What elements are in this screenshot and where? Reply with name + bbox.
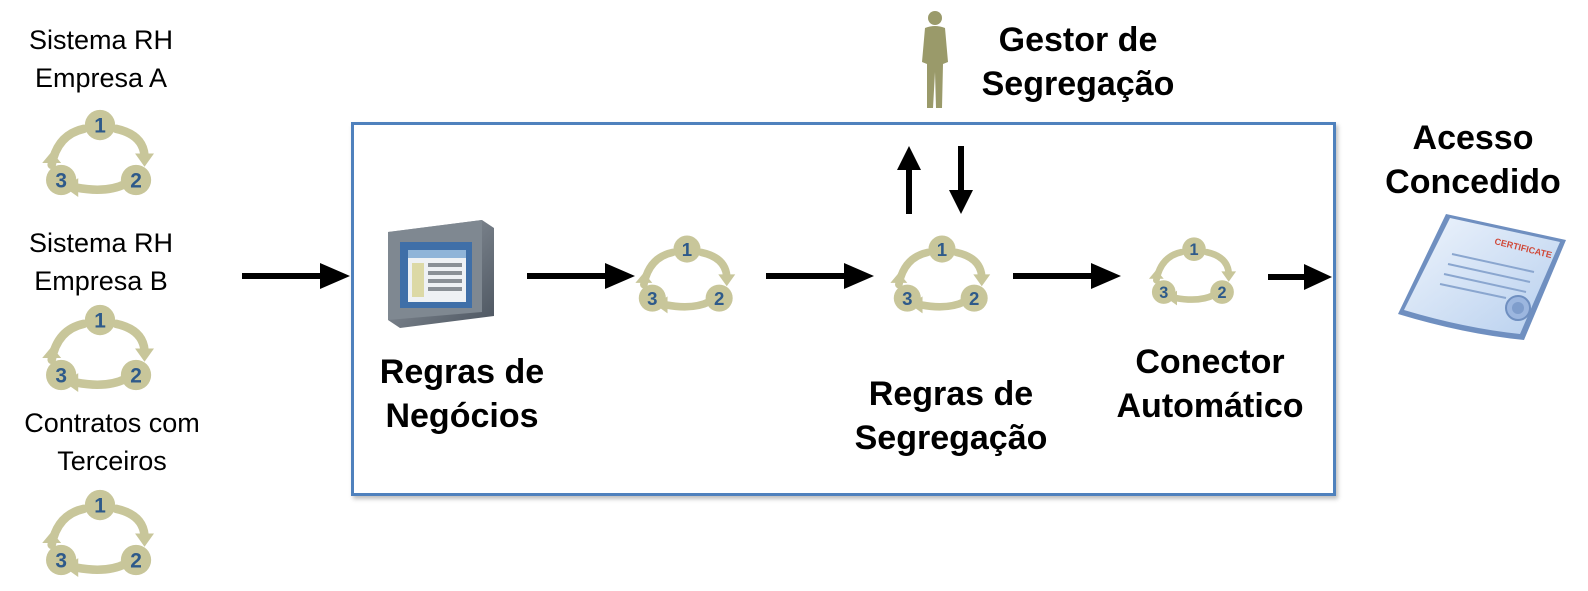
business-rules-line1: Regras de [379, 353, 545, 391]
cycle-icon: 1 2 3 [887, 228, 997, 320]
cycle-step-3: 3 [1159, 284, 1168, 302]
flow-arrow [766, 263, 874, 289]
cycle-step-1: 1 [94, 310, 106, 333]
arrow-down-icon [949, 146, 973, 214]
manager-line1: Gestor de [998, 21, 1158, 59]
result-label: Acesso Concedido [1368, 116, 1578, 204]
connector-label: Conector Automático [1090, 340, 1330, 428]
connector-line2: Automático [1116, 387, 1304, 425]
cycle-step-2: 2 [1218, 284, 1227, 302]
source-b-line2: Empresa B [34, 266, 168, 296]
business-rules-line2: Negócios [385, 397, 539, 435]
flow-arrow-out [1268, 264, 1332, 290]
cycle-step-2: 2 [969, 288, 979, 309]
manager-label: Gestor de Segregação [960, 18, 1196, 106]
cycle-step-2: 2 [130, 365, 142, 388]
cycle-step-3: 3 [55, 550, 67, 573]
cycle-step-1: 1 [1189, 241, 1198, 259]
segregation-rules-line1: Regras de [868, 375, 1034, 413]
cycle-icon: 1 2 3 [632, 228, 742, 320]
source-b-line1: Sistema RH [28, 228, 174, 258]
connector-line1: Conector [1135, 343, 1285, 381]
business-rules-label: Regras de Negócios [350, 350, 574, 438]
process-box [351, 122, 1336, 496]
monitor-icon [388, 220, 494, 328]
manager-line2: Segregação [981, 65, 1175, 103]
source-c-line2: Terceiros [57, 446, 167, 476]
certificate-icon: CERTIFICATE [1398, 214, 1566, 340]
source-label-c: Contratos com Terceiros [0, 404, 232, 480]
cycle-step-1: 1 [94, 115, 106, 138]
source-label-a: Sistema RH Empresa A [0, 21, 221, 97]
cycle-step-3: 3 [55, 170, 67, 193]
cycle-step-1: 1 [937, 239, 947, 260]
cycle-step-3: 3 [902, 288, 912, 309]
source-a-line1: Sistema RH [28, 25, 174, 55]
cycle-step-2: 2 [130, 550, 142, 573]
cycle-step-2: 2 [130, 170, 142, 193]
cycle-icon: 1 2 3 [35, 488, 165, 578]
cycle-step-3: 3 [647, 288, 657, 309]
result-line2: Concedido [1385, 163, 1561, 201]
cycle-icon: 1 2 3 [35, 303, 165, 393]
source-label-b: Sistema RH Empresa B [0, 224, 221, 300]
cycle-step-2: 2 [714, 288, 724, 309]
cycle-step-1: 1 [94, 495, 106, 518]
cycle-icon: 1 2 3 [1146, 230, 1242, 312]
cycle-icon: 1 2 3 [35, 108, 165, 198]
cycle-step-1: 1 [682, 239, 692, 260]
segregation-rules-label: Regras de Segregação [826, 372, 1076, 460]
cycle-step-3: 3 [55, 365, 67, 388]
source-c-line1: Contratos com [24, 408, 200, 438]
flow-arrow [1013, 263, 1121, 289]
arrow-up-icon [897, 146, 921, 214]
flow-arrow-in [242, 263, 350, 289]
result-line1: Acesso [1412, 119, 1534, 157]
flow-arrow [527, 263, 635, 289]
person-icon [922, 11, 948, 108]
source-a-line2: Empresa A [34, 63, 168, 93]
segregation-rules-line2: Segregação [854, 419, 1048, 457]
